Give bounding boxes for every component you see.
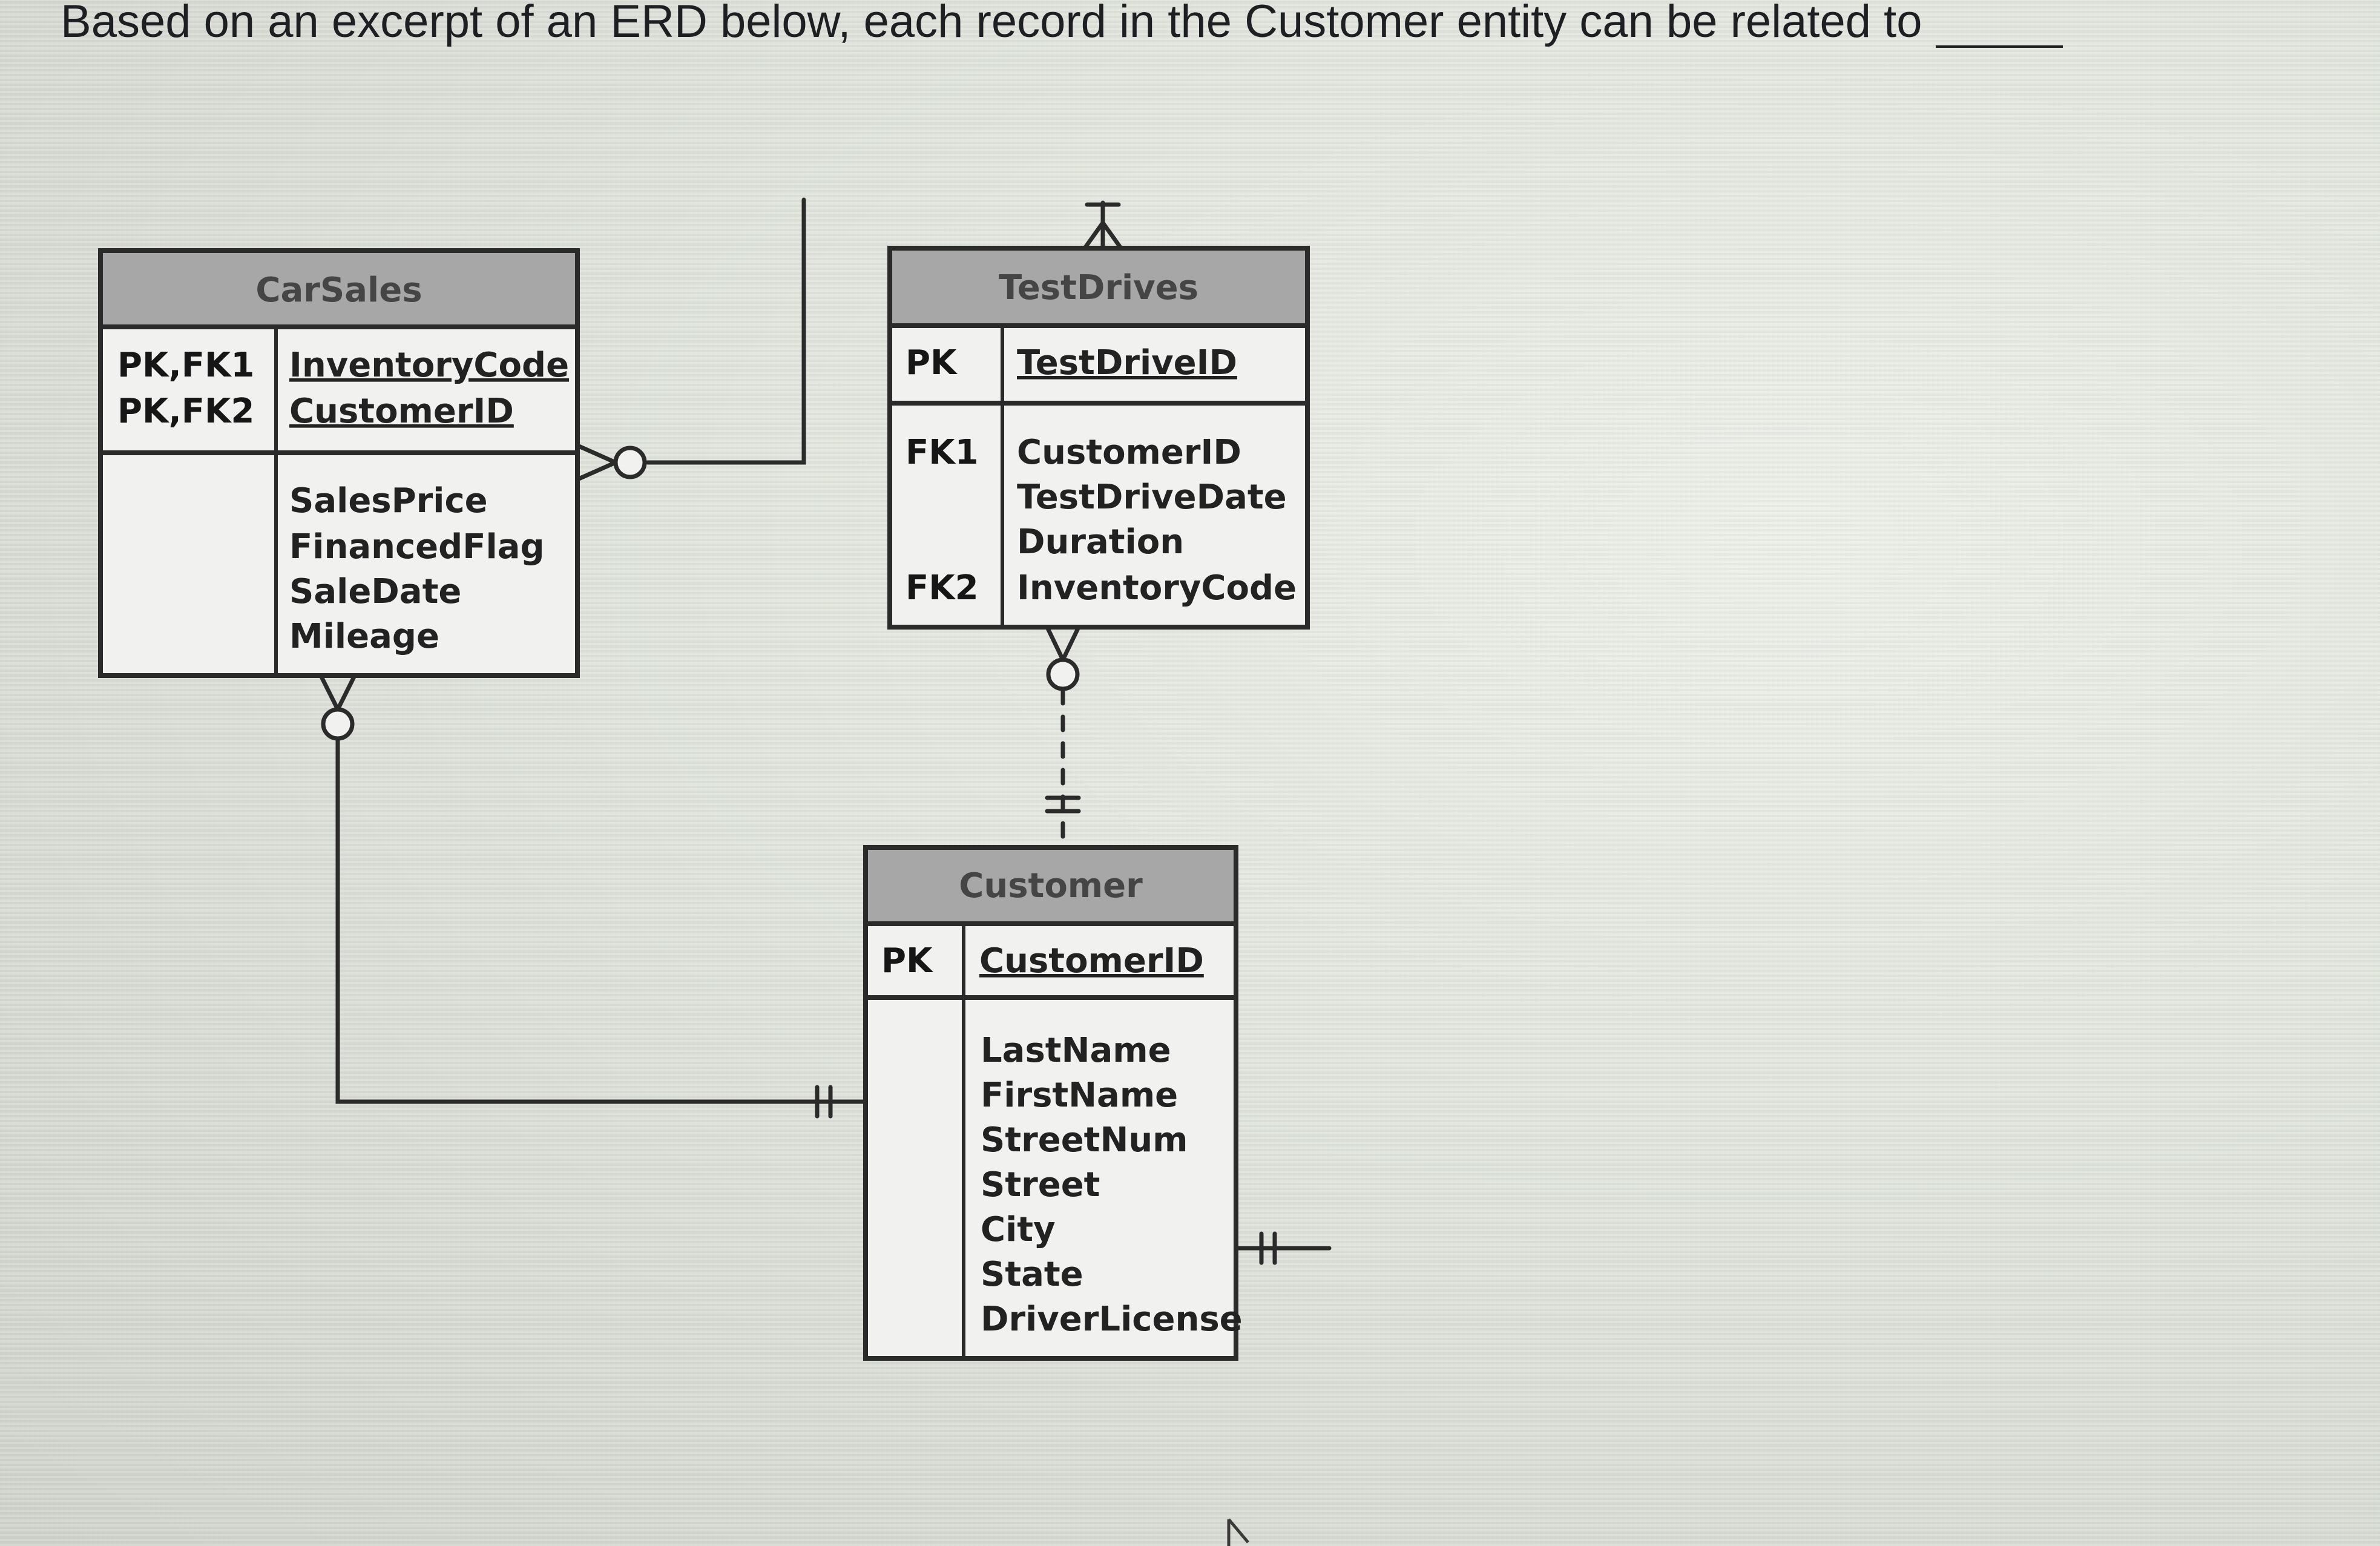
crowsfoot-right-icon	[1100, 220, 1123, 251]
crowsfoot-right-icon	[1060, 625, 1081, 662]
mouse-cursor-icon	[1227, 1518, 1249, 1546]
answer-blank[interactable]	[1935, 45, 2063, 48]
carsales-header	[98, 248, 580, 329]
customer-attr-firstname: FirstName	[981, 1076, 1178, 1115]
testdrives-attr-inventorycode: InventoryCode	[1017, 568, 1297, 608]
zero-marker-icon	[1046, 657, 1080, 691]
testdrives-attribute-section	[887, 401, 1310, 630]
carsales-key-2: PK,FK2	[117, 392, 254, 431]
carsales-attr-financedflag: FinancedFlag	[289, 527, 545, 567]
testdrives-pk-testdriveid: TestDriveID	[1017, 343, 1237, 383]
carsales-title: CarSales	[255, 271, 422, 310]
zero-marker-icon	[613, 446, 647, 479]
relationship-customer-carsales	[318, 673, 868, 1119]
crowsfoot-left-icon	[318, 673, 340, 712]
carsales-pk-customerid: CustomerID	[289, 392, 514, 431]
testdrives-attr-testdrivedate: TestDriveDate	[1017, 478, 1287, 517]
crowsfoot-left-icon	[1045, 625, 1065, 662]
carsales-attr-salesprice: SalesPrice	[289, 481, 488, 521]
entity-testdrives: TestDrives PK TestDriveID FK1 CustomerID…	[887, 246, 1310, 630]
testdrives-attr-customerid: CustomerID	[1017, 433, 1241, 472]
customer-title: Customer	[959, 866, 1143, 906]
carsales-pk-inventorycode: InventoryCode	[289, 346, 569, 385]
testdrives-attr-duration: Duration	[1017, 522, 1184, 562]
carsales-attr-mileage: Mileage	[289, 617, 439, 656]
zero-marker-icon	[321, 707, 355, 741]
crowsfoot-right-icon	[335, 673, 357, 712]
customer-header	[863, 845, 1238, 926]
crowsfoot-lower-icon	[575, 460, 618, 482]
customer-attribute-section	[863, 995, 1238, 1361]
question-prompt: Based on an excerpt of an ERD below, eac…	[61, 0, 1922, 47]
carsales-attribute-section	[98, 450, 580, 678]
relationship-carsales-offdiagram	[575, 197, 806, 482]
customer-attr-driverlicense: DriverLicense	[981, 1300, 1243, 1339]
customer-attr-lastname: LastName	[981, 1031, 1171, 1070]
customer-key-section	[863, 921, 1238, 1000]
customer-pk-label: PK	[881, 941, 934, 981]
carsales-attr-saledate: SaleDate	[289, 572, 461, 611]
customer-attr-city: City	[981, 1210, 1056, 1249]
crowsfoot-upper-icon	[575, 443, 618, 465]
carsales-key-1: PK,FK1	[117, 346, 254, 385]
crowsfoot-left-icon	[1082, 220, 1105, 251]
customer-attr-state: State	[981, 1255, 1083, 1294]
entity-carsales: CarSales PK,FK1 PK,FK2 InventoryCode Cus…	[98, 248, 580, 678]
customer-pk-customerid: CustomerID	[979, 941, 1204, 981]
entity-customer: Customer PK CustomerID LastName FirstNam…	[863, 845, 1243, 1361]
testdrives-pk-label: PK	[906, 343, 958, 383]
testdrives-fk1-label: FK1	[906, 433, 979, 472]
customer-attr-street: Street	[981, 1165, 1100, 1205]
carsales-key-section	[98, 324, 580, 455]
relationship-testdrives-offdiagram	[1082, 200, 1123, 251]
question-text: Based on an excerpt of an ERD below, eac…	[61, 0, 2063, 48]
relationship-customer-testdrives	[1045, 625, 1081, 850]
testdrives-title: TestDrives	[999, 268, 1198, 308]
customer-attr-streetnum: StreetNum	[981, 1120, 1188, 1160]
testdrives-fk2-label: FK2	[906, 568, 979, 608]
relationship-customer-offdiagram	[1234, 1231, 1332, 1265]
